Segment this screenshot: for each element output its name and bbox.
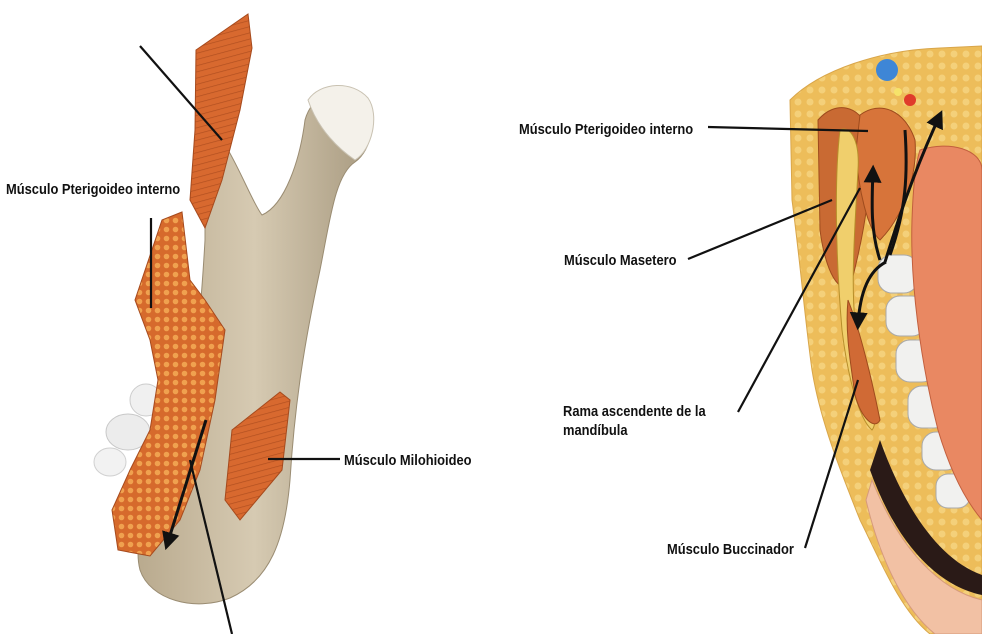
- vessel-artery: [904, 94, 916, 106]
- label-buccinador: Músculo Buccinador: [667, 540, 794, 559]
- vessel-vein: [876, 59, 898, 81]
- label-milohioideo: Músculo Milohioideo: [344, 451, 472, 470]
- label-rama-line1: Rama ascendente de la: [563, 402, 718, 421]
- label-masetero: Músculo Masetero: [564, 251, 677, 270]
- label-pterigoideo-interno-right: Músculo Pterigoideo interno: [519, 120, 693, 139]
- label-rama-line2: mandíbula: [563, 421, 718, 440]
- label-rama-ascendente: Rama ascendente de la mandíbula: [563, 402, 718, 440]
- right-crosssection-figure: [790, 46, 982, 634]
- vessel-nerve: [894, 88, 902, 96]
- label-pterigoideo-interno-left: Músculo Pterigoideo interno: [6, 180, 180, 199]
- left-mandible-figure: [94, 14, 374, 604]
